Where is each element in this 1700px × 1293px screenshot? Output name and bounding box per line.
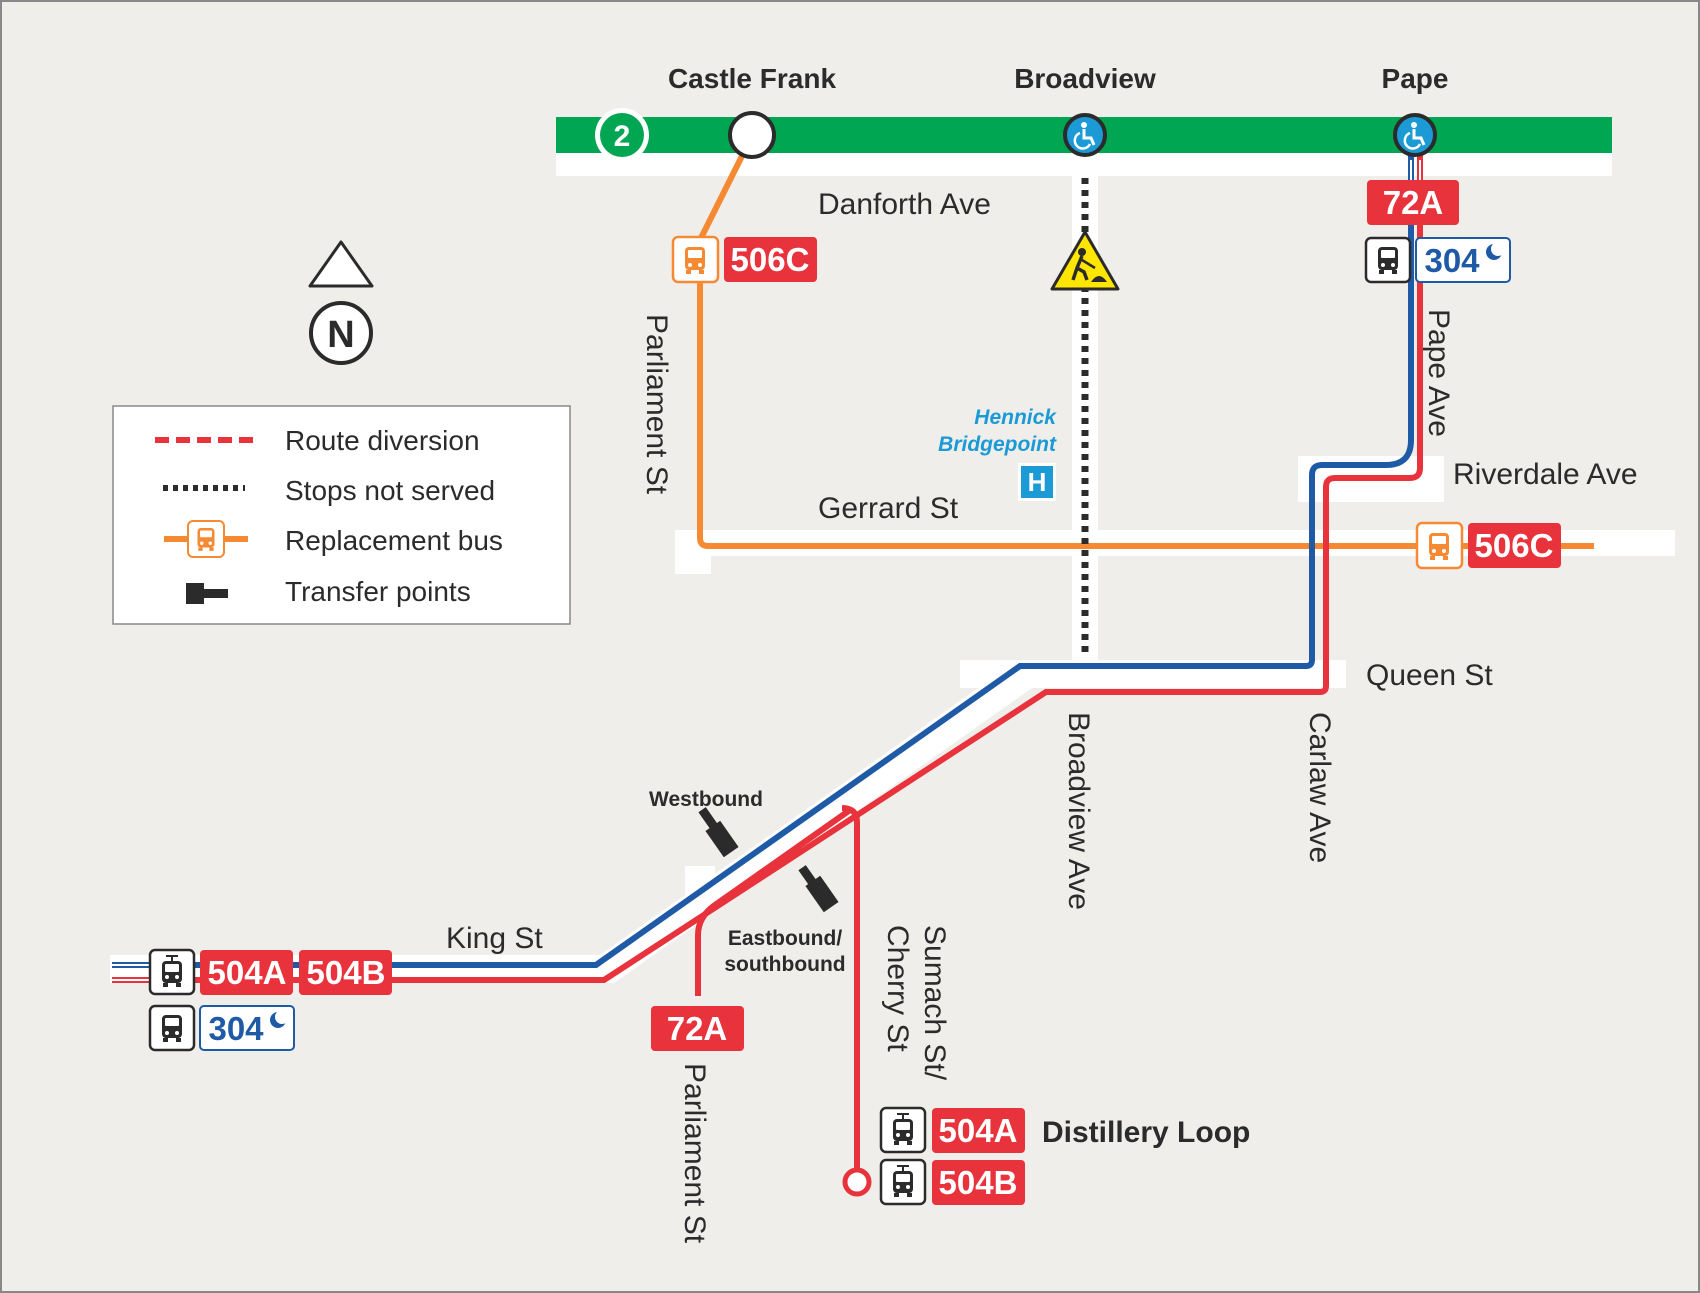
wheelchair-icon xyxy=(1063,113,1107,157)
distillery-loop-route-badges[interactable]: 504A 504B xyxy=(879,1106,1025,1206)
westbound-label: Westbound xyxy=(649,788,763,811)
replacement-bus-stop-castle-frank[interactable]: 506C xyxy=(671,235,817,284)
legend-transfer-point-symbol xyxy=(186,583,228,604)
danforth-ave-label: Danforth Ave xyxy=(818,188,991,221)
blue-route-line xyxy=(112,136,1414,968)
line-2-roundel xyxy=(600,113,644,157)
distillery-loop-label: Distillery Loop xyxy=(1042,1116,1250,1149)
gerrard-st-label: Gerrard St xyxy=(818,492,959,525)
route-72a-badge xyxy=(1367,180,1459,225)
hospital-name-line2: Bridgepoint xyxy=(938,433,1057,456)
route-504b-badge xyxy=(299,950,392,995)
gerrard-west-stub xyxy=(675,530,711,574)
replacement-bus-stop-gerrard-east[interactable]: 506C xyxy=(1415,521,1561,570)
transfer-point-westbound[interactable] xyxy=(698,807,739,858)
cherry-st-label: Cherry St xyxy=(881,925,914,1052)
parliament-st-south-label: Parliament St xyxy=(678,1063,711,1244)
parliament-st-north-label: Parliament St xyxy=(640,314,673,495)
legend-stops-not-served-label: Stops not served xyxy=(285,475,495,506)
distillery-loop-terminus xyxy=(842,1167,872,1197)
sumach-st-label: Sumach St/ xyxy=(918,925,951,1081)
route-504a-badge xyxy=(932,1108,1025,1153)
broadview-label: Broadview xyxy=(1014,63,1156,94)
castle-frank-station[interactable] xyxy=(728,111,776,159)
route-304-label: 304 xyxy=(1424,242,1480,279)
route-504a-label: 504A xyxy=(939,1112,1018,1149)
line-2-number: 2 xyxy=(614,120,631,153)
route-72a-badge xyxy=(651,1006,744,1051)
hospital-icon: H xyxy=(1018,463,1056,501)
king-st-label: King St xyxy=(446,922,543,955)
carlaw-ave-label: Carlaw Ave xyxy=(1303,712,1336,863)
moon-icon xyxy=(270,1010,289,1028)
pape-label: Pape xyxy=(1382,63,1449,94)
legend: Route diversion Stops not served Replace… xyxy=(112,405,571,625)
replacement-bus-506c-route xyxy=(697,134,1594,549)
route-304-label: 304 xyxy=(208,1010,264,1047)
transfer-point-eastbound[interactable] xyxy=(798,865,839,913)
pape-route-badges[interactable]: 72A 304 xyxy=(1364,180,1511,284)
north-label: N xyxy=(327,314,354,356)
queen-st-label: Queen St xyxy=(1366,659,1493,692)
route-506c-label: 506C xyxy=(731,241,810,278)
legend-transfer-points-label: Transfer points xyxy=(285,576,471,607)
wheelchair-icon xyxy=(1393,113,1437,157)
red-distillery-branch xyxy=(841,805,860,1180)
route-72a-label: 72A xyxy=(667,1010,728,1047)
route-504b-label: 504B xyxy=(307,954,386,991)
route-72a-label: 72A xyxy=(1383,184,1444,221)
route-72a-parliament-stop[interactable]: 72A xyxy=(651,1006,744,1051)
riverdale-ave-label: Riverdale Ave xyxy=(1453,458,1638,491)
eastbound-label: Eastbound/ xyxy=(728,927,842,950)
hospital-name-line1: Hennick xyxy=(974,406,1057,429)
route-304-badge xyxy=(199,1005,295,1051)
moon-icon xyxy=(1486,242,1505,260)
route-506c-badge xyxy=(724,237,817,282)
route-304-badge xyxy=(1415,237,1511,283)
route-504b-label: 504B xyxy=(939,1164,1018,1201)
red-route-line xyxy=(112,136,1423,983)
red-72a-parliament-branch xyxy=(695,807,852,996)
route-504a-badge xyxy=(200,950,293,995)
broadview-ave-label: Broadview Ave xyxy=(1062,712,1095,910)
castle-frank-label: Castle Frank xyxy=(668,63,836,94)
construction-warning-icon xyxy=(1050,230,1120,291)
route-lines xyxy=(112,134,1594,1180)
pape-station[interactable] xyxy=(1393,113,1437,157)
southbound-label: southbound xyxy=(724,953,845,976)
route-504b-badge xyxy=(932,1160,1025,1205)
legend-route-diversion-label: Route diversion xyxy=(285,425,480,456)
legend-replacement-bus-label: Replacement bus xyxy=(285,525,503,556)
pape-ave-label: Pape Ave xyxy=(1422,309,1455,437)
hospital-symbol: H xyxy=(1028,467,1047,497)
route-506c-badge xyxy=(1468,523,1561,568)
north-arrow-icon: N xyxy=(308,240,374,365)
route-504a-label: 504A xyxy=(208,954,287,991)
route-506c-label: 506C xyxy=(1475,527,1554,564)
king-west-route-badges[interactable]: 504A 504B 304 xyxy=(148,948,392,1052)
broadview-station[interactable] xyxy=(1063,113,1107,157)
legend-replacement-bus-symbol xyxy=(164,520,248,558)
